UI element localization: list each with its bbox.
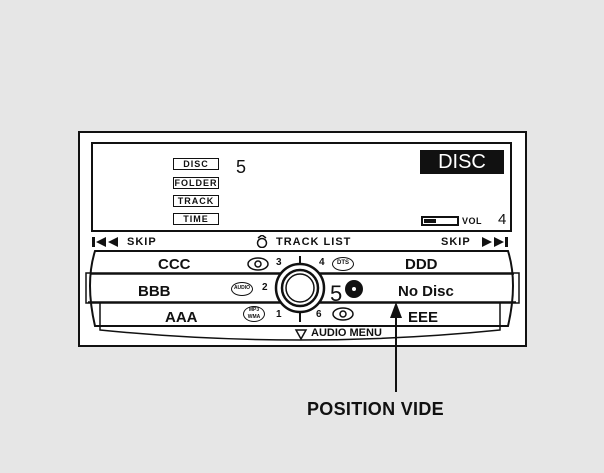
skip-back-label[interactable]: SKIP <box>127 236 157 248</box>
preset-number-4: 4 <box>319 257 325 268</box>
volume-value: 4 <box>498 211 507 228</box>
preset-number-3: 3 <box>276 257 282 268</box>
preset-number-6: 6 <box>316 309 322 320</box>
preset-ccc[interactable]: CCC <box>158 256 191 273</box>
folder-tag: FOLDER <box>173 177 219 189</box>
preset-bbb[interactable]: BBB <box>138 283 171 300</box>
track-list-icon <box>256 235 268 248</box>
callout-label: POSITION VIDE <box>307 399 444 419</box>
mp3-wma-icon: MP3 WMA <box>243 306 265 322</box>
disc-number: 5 <box>236 157 247 177</box>
preset-ddd[interactable]: DDD <box>405 256 438 273</box>
disc-slot-icon-6 <box>332 307 354 321</box>
disc-tag: DISC <box>173 158 219 170</box>
preset-number-2: 2 <box>262 282 268 293</box>
dts-icon: DTS <box>332 257 354 271</box>
preset-aaa[interactable]: AAA <box>165 309 198 326</box>
preset-eee[interactable]: EEE <box>408 309 439 326</box>
track-tag: TRACK <box>173 195 219 207</box>
volume-bar <box>421 216 459 226</box>
skip-forward-icon[interactable] <box>480 236 510 248</box>
preset-number-1: 1 <box>276 309 282 320</box>
mode-badge: DISC <box>420 150 504 174</box>
preset-number-5: 5 <box>330 281 343 306</box>
skip-back-icon[interactable] <box>92 236 122 248</box>
preset-no-disc[interactable]: No Disc <box>398 283 454 300</box>
audio-icon: AUDIO <box>231 282 253 296</box>
track-list-label[interactable]: TRACK LIST <box>276 236 352 248</box>
skip-forward-label[interactable]: SKIP <box>441 236 471 248</box>
volume-label: VOL <box>462 216 483 226</box>
audio-menu-button[interactable]: AUDIO MENU <box>311 327 382 339</box>
disc-slot-icon-3 <box>247 257 269 271</box>
time-tag: TIME <box>173 213 219 225</box>
